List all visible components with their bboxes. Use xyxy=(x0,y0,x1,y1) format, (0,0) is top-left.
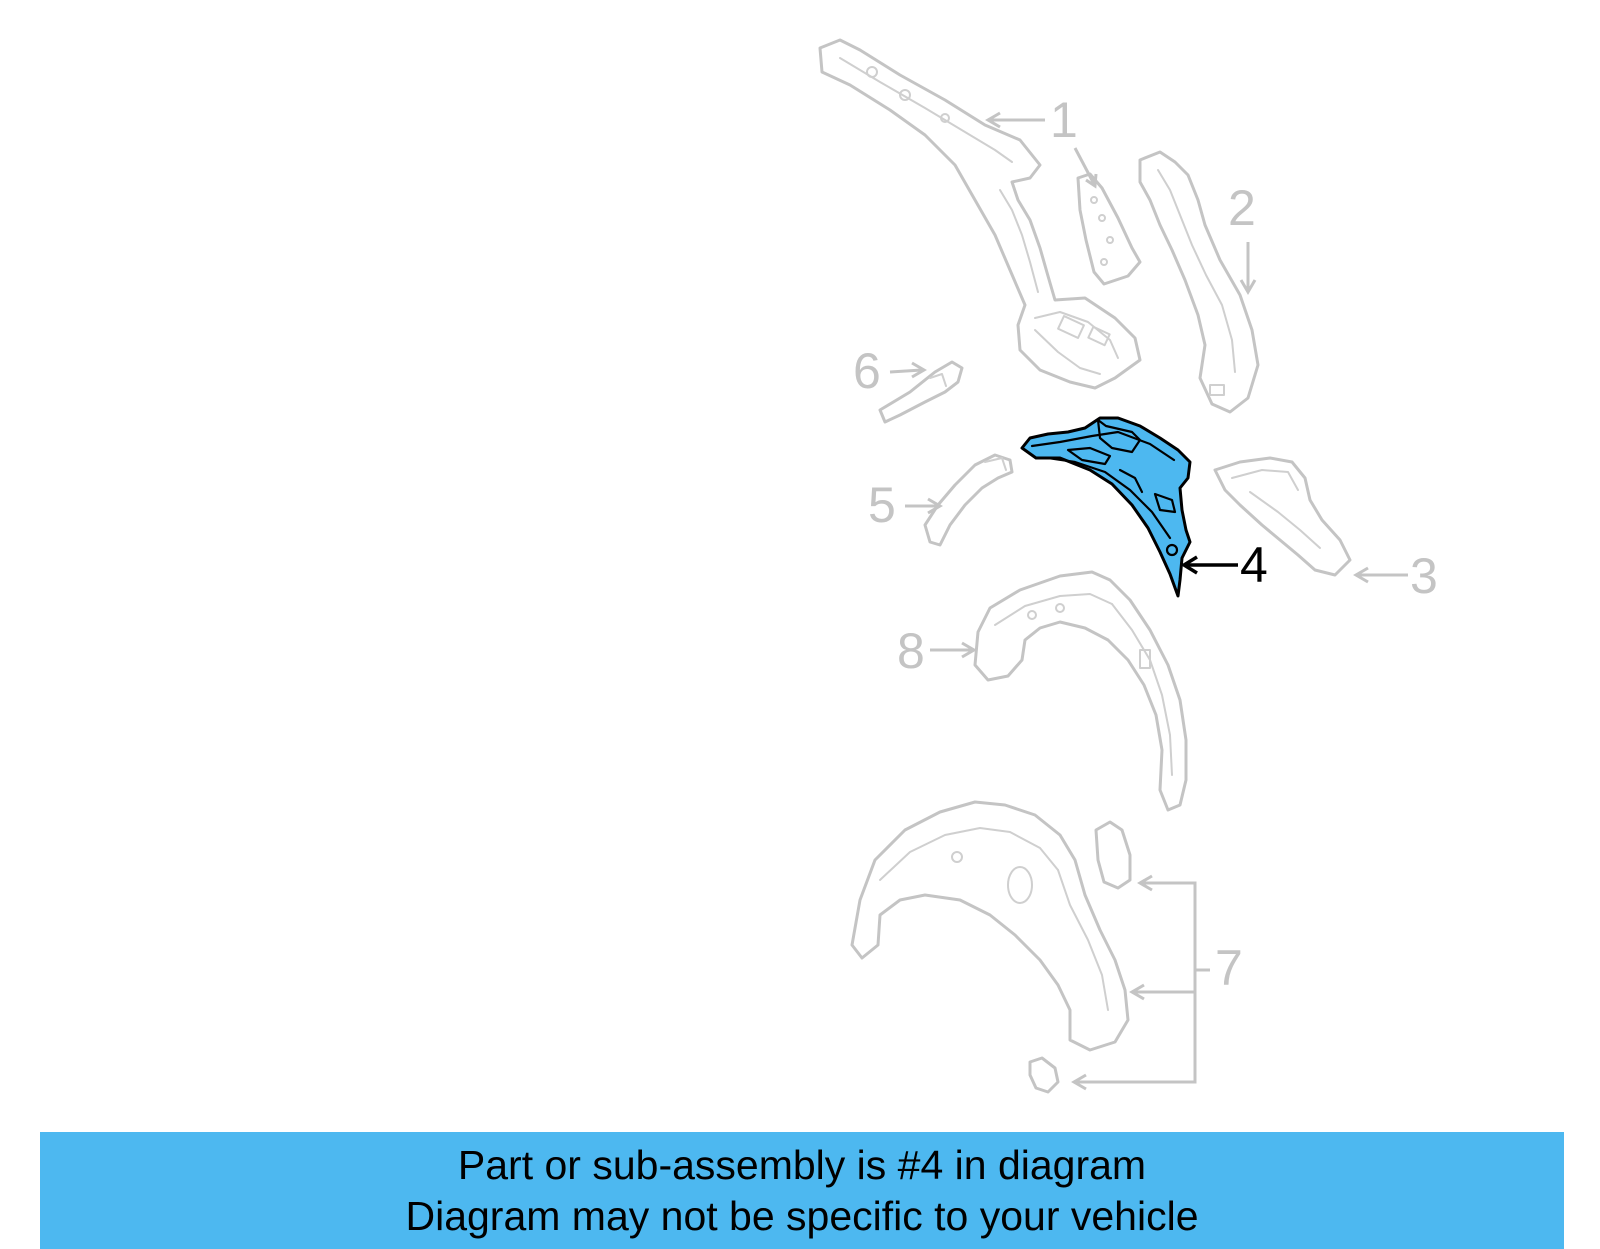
callout-2[interactable]: 2 xyxy=(1228,180,1256,236)
callout-3[interactable]: 3 xyxy=(1410,548,1438,604)
leader-lines xyxy=(889,111,1408,1091)
info-banner: Part or sub-assembly is #4 in diagram Di… xyxy=(40,1132,1564,1249)
part-5-reinforcement[interactable] xyxy=(923,453,1014,547)
banner-part-message: Part or sub-assembly is #4 in diagram xyxy=(457,1141,1147,1188)
part-2-bracket[interactable] xyxy=(1138,150,1260,414)
banner-background xyxy=(40,1132,1564,1249)
callout-4[interactable]: 4 xyxy=(1240,537,1268,593)
callout-1[interactable]: 1 xyxy=(1050,92,1078,148)
part-1-pillar[interactable] xyxy=(818,38,1142,390)
part-1-plate[interactable] xyxy=(1076,172,1142,286)
banner-disclaimer: Diagram may not be specific to your vehi… xyxy=(405,1192,1199,1239)
part-3-brace[interactable] xyxy=(1213,456,1352,577)
part-6-bracket[interactable] xyxy=(878,360,964,424)
callout-7[interactable]: 7 xyxy=(1215,940,1243,996)
part-4-highlighted[interactable] xyxy=(1020,416,1192,598)
part-7-wheelhouse-inner[interactable] xyxy=(850,800,1132,1094)
part-8-wheelhouse-outer[interactable] xyxy=(973,570,1188,812)
callout-5[interactable]: 5 xyxy=(868,477,896,533)
callout-labels: 1 2 3 4 5 6 7 8 xyxy=(853,92,1438,996)
callout-8[interactable]: 8 xyxy=(897,623,925,679)
callout-6[interactable]: 6 xyxy=(853,343,881,399)
